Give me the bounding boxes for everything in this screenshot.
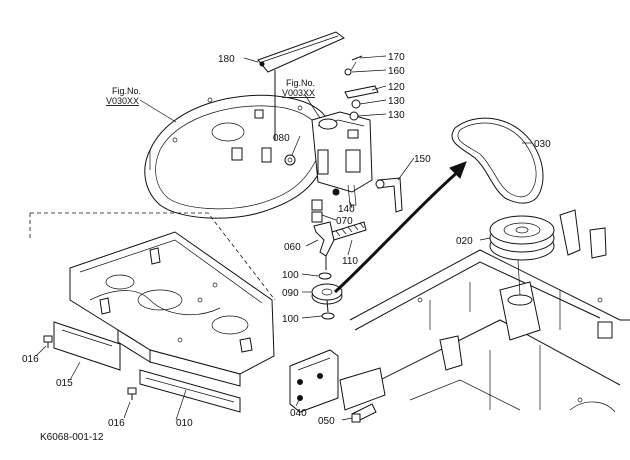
dashed-region-outline [30, 212, 276, 301]
svg-text:Fig.No.: Fig.No. [286, 78, 315, 88]
label-050: 050 [318, 416, 335, 427]
label-010: 010 [176, 418, 193, 429]
belt-030 [451, 117, 544, 204]
label-100-b: 100 [282, 314, 299, 325]
fig-ref-v030xx: Fig.No. V030XX [106, 86, 141, 106]
idler-pulley [311, 272, 343, 320]
label-080: 080 [273, 133, 290, 144]
leader-lines [35, 55, 532, 421]
label-130-a: 130 [388, 96, 405, 107]
tractor-frame [349, 209, 630, 413]
label-040: 040 [290, 408, 307, 419]
label-180: 180 [218, 54, 235, 65]
fig-ref-v003xx: Fig.No. V003XX [282, 78, 315, 98]
label-130-b: 130 [388, 110, 405, 121]
label-030: 030 [534, 139, 551, 150]
svg-text:V030XX: V030XX [106, 96, 139, 106]
label-070: 070 [336, 216, 353, 227]
label-090: 090 [282, 288, 299, 299]
bolt-016a [43, 335, 53, 348]
label-100-a: 100 [282, 270, 299, 281]
mower-deck-housing [144, 94, 333, 219]
gearbox-assembly [284, 55, 403, 213]
label-015: 015 [56, 378, 73, 389]
label-120: 120 [388, 82, 405, 93]
bolt-016b [127, 387, 137, 400]
label-110: 110 [342, 256, 358, 267]
label-170: 170 [388, 52, 405, 63]
svg-text:Fig.No.: Fig.No. [112, 86, 141, 96]
figure-code: K6068-001-12 [40, 432, 104, 443]
shaft-spring-assembly [311, 199, 367, 270]
assembly-arrow [333, 161, 467, 294]
label-140: 140 [338, 204, 355, 215]
label-150: 150 [414, 154, 431, 165]
side-plate-015 [53, 321, 121, 371]
label-160: 160 [388, 66, 405, 77]
bracket-040 [289, 349, 386, 413]
arm-bracket-180 [257, 31, 345, 140]
svg-text:V003XX: V003XX [282, 88, 315, 98]
label-060: 060 [284, 242, 301, 253]
side-plate-010 [139, 369, 241, 413]
lower-deck [69, 231, 275, 387]
label-020: 020 [456, 236, 473, 247]
label-016-b: 016 [108, 418, 125, 429]
bolt-050 [351, 403, 377, 423]
pulley-020 [489, 215, 555, 261]
label-016-a: 016 [22, 354, 39, 365]
